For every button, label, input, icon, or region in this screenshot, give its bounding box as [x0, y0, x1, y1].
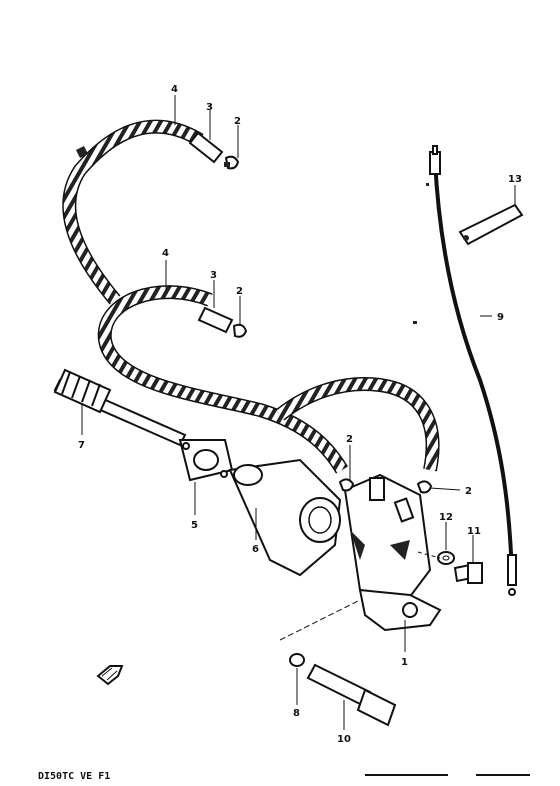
callouts: 4 3 2 4 3 2 2 2 7 5 6 13 9 12 11 1 8 10 — [78, 84, 522, 745]
leader-lines — [81, 95, 516, 730]
callout-13: 13 — [508, 174, 522, 185]
clip-pump-left — [338, 478, 355, 492]
worm-shaft — [53, 368, 187, 447]
oil-pump-body — [343, 473, 442, 632]
tube-lower — [197, 306, 234, 334]
pump-housing — [228, 458, 342, 577]
callout-12: 12 — [439, 512, 453, 523]
callout-6: 6 — [252, 544, 259, 555]
stray-marks — [365, 183, 530, 776]
bolt-11 — [453, 562, 483, 584]
hose-end-small — [76, 146, 88, 158]
callout-5: 5 — [191, 520, 198, 531]
callout-3-upper: 3 — [206, 102, 213, 113]
callout-3-lower: 3 — [210, 270, 217, 281]
callout-4-lower: 4 — [162, 248, 169, 259]
callout-2-upper: 2 — [234, 116, 241, 127]
clip-pump-right — [416, 480, 433, 494]
callout-1: 1 — [401, 657, 408, 668]
assembly-guide-lines — [279, 551, 441, 641]
callout-2-lower: 2 — [236, 286, 243, 297]
callout-7: 7 — [78, 440, 85, 451]
callout-10: 10 — [337, 734, 351, 745]
control-cable — [429, 145, 517, 596]
diagram-code: DI50TC VE F1 — [38, 771, 110, 782]
cable-bracket — [458, 203, 524, 246]
bolt-10 — [306, 663, 397, 727]
callout-2-pump-left: 2 — [346, 434, 353, 445]
gasket — [178, 439, 234, 482]
tube-upper — [188, 131, 224, 164]
clip-lower — [232, 323, 248, 338]
callout-9: 9 — [497, 312, 504, 323]
washer-12 — [437, 551, 455, 565]
callout-8: 8 — [293, 708, 300, 719]
direction-arrow-icon — [96, 665, 124, 686]
callout-4-upper: 4 — [171, 84, 178, 95]
clip-upper — [224, 155, 240, 170]
callout-11: 11 — [467, 526, 481, 537]
spiral-hose-upper — [62, 119, 204, 305]
spiral-hose-lower — [97, 285, 440, 474]
callout-2-pump-right: 2 — [465, 486, 472, 497]
washer-8 — [289, 653, 305, 667]
